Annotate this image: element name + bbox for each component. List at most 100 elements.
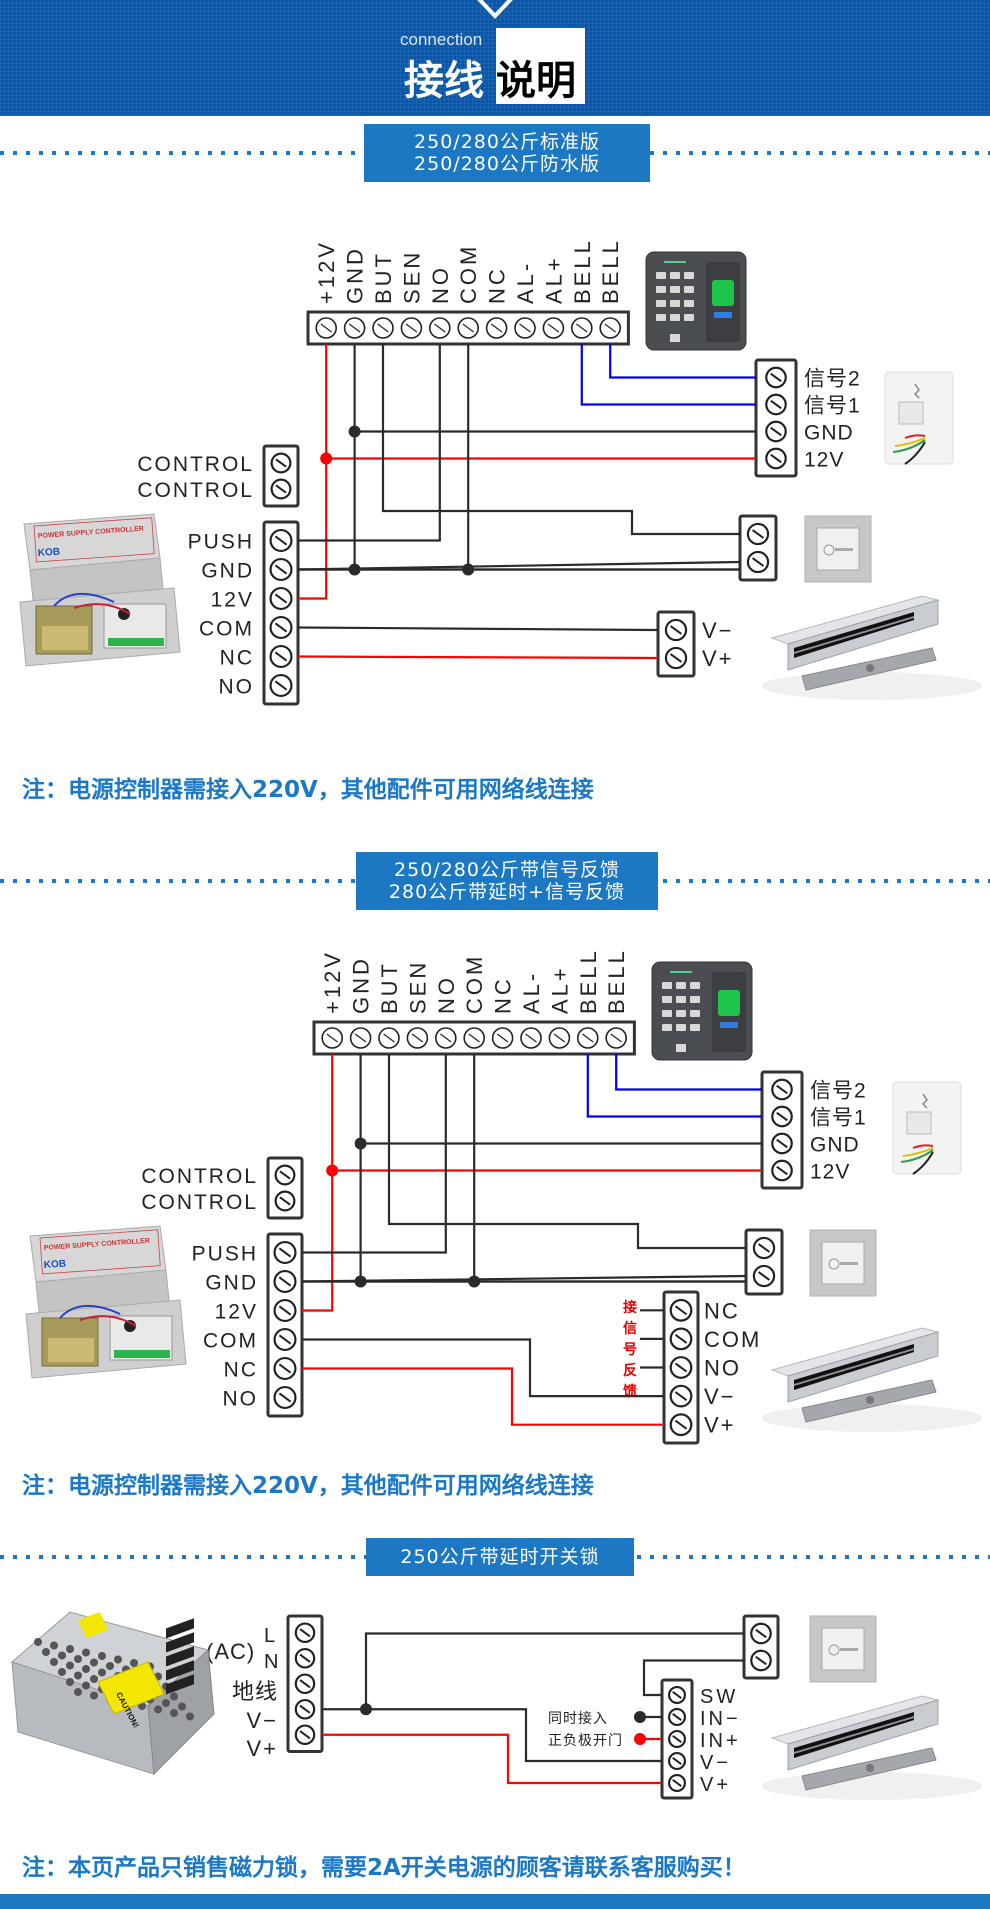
section-title-line: 250/280公斤带信号反馈 <box>394 859 620 881</box>
psu-terminal-label: 12V <box>215 1301 258 1324</box>
keypad-key <box>670 272 680 279</box>
screw-slot <box>674 1362 688 1373</box>
doorbell-terminal-label: 12V <box>810 1161 850 1184</box>
delay-lock-note-line: 正负极开门 <box>548 1732 623 1748</box>
doorbell-image <box>884 371 954 465</box>
screw-slot <box>519 323 531 333</box>
feedback-label-char: 信 <box>623 1320 637 1336</box>
vent-hole <box>154 1705 162 1714</box>
vent-hole <box>82 1681 90 1690</box>
reader-status-led <box>664 261 686 263</box>
magnetic-lock-image <box>762 1327 982 1432</box>
lock-terminal-label: V+ <box>704 1413 736 1438</box>
mount-hole <box>913 383 920 399</box>
screw-slot <box>755 1628 767 1639</box>
keypad-key <box>662 1010 672 1017</box>
psu-terminal-label: NO <box>219 676 255 699</box>
vent-hole <box>130 1659 138 1667</box>
transformer-coil <box>48 1338 94 1362</box>
keypad-key <box>670 286 680 293</box>
brand-badge <box>720 1022 738 1028</box>
feedback-label-char: 号 <box>623 1341 637 1357</box>
feedback-label-char: 接 <box>623 1299 637 1315</box>
screw-slot <box>278 1305 292 1316</box>
exit-button-image <box>809 1615 877 1683</box>
psu-terminal-label: NC <box>220 647 254 670</box>
vent-hole <box>66 1661 74 1670</box>
switching-power-supply-image: CAUTION! <box>10 1611 215 1776</box>
keypad-key <box>656 272 666 279</box>
screw-slot <box>776 1138 788 1149</box>
screw-slot <box>440 1033 452 1043</box>
wire-bell-signal1 <box>580 344 756 406</box>
reader-terminal-label: SEN <box>405 960 430 1014</box>
keypad-key <box>670 314 680 321</box>
section-title-line: 250/280公斤防水版 <box>414 153 600 175</box>
title-highlight-box <box>496 28 585 104</box>
screw-slot <box>672 1757 682 1765</box>
psu-screw-terminal <box>166 1674 194 1695</box>
screw-slot <box>405 323 418 333</box>
wire-push <box>298 344 441 542</box>
screw-slot <box>674 1419 688 1430</box>
delay-lock-terminal-label: V− <box>700 1752 731 1774</box>
bell-key <box>670 334 680 342</box>
screw-slot <box>320 323 332 333</box>
wire-com-lock <box>302 1338 664 1398</box>
lock-terminal-label: V− <box>702 618 734 643</box>
vent-hole <box>50 1641 58 1650</box>
wire-vplus-lock <box>322 1733 662 1785</box>
control-terminal-label: CONTROL <box>141 1191 258 1214</box>
keypad-key <box>656 314 666 321</box>
keypad-key <box>684 314 694 321</box>
wire-bell-signal2 <box>609 344 756 379</box>
screw-slot <box>672 1713 682 1721</box>
doorbell-terminal-label: 12V <box>804 449 844 472</box>
screw-slot <box>274 535 288 546</box>
keypad-key <box>684 286 694 293</box>
screw-slot <box>462 323 474 333</box>
screw-slot <box>672 1735 682 1743</box>
doorbell-terminal-label: 信号1 <box>810 1107 867 1130</box>
control-terminal-label: CONTROL <box>137 453 254 476</box>
screw-slot <box>278 1363 292 1374</box>
keypad-key <box>676 996 686 1003</box>
screw-slot <box>274 564 288 575</box>
section-note: 注：电源控制器需接入220V，其他配件可用网络线连接 <box>22 1473 594 1499</box>
keypad-key <box>684 272 694 279</box>
screw-slot <box>553 1033 566 1043</box>
controller-label-border <box>33 517 155 563</box>
screw-slot <box>757 1271 771 1281</box>
screw-slot <box>755 1655 767 1666</box>
vent-hole <box>178 1702 186 1711</box>
doorbell-terminal-label: 信号2 <box>804 368 861 391</box>
wire-red <box>904 434 926 439</box>
doorbell-label <box>898 401 924 425</box>
wire-12v <box>302 1054 334 1312</box>
doorbell-label <box>906 1111 932 1135</box>
keypad-key <box>684 300 694 307</box>
reader-terminal-label: BUT <box>377 961 402 1014</box>
vent-hole <box>114 1655 122 1664</box>
psu-screw-terminal <box>166 1618 194 1639</box>
reader-terminal-label: BELL <box>576 948 601 1014</box>
vent-hole <box>98 1652 106 1660</box>
screw-slot <box>299 1679 311 1689</box>
brand-badge <box>714 312 732 318</box>
screw-slot <box>299 1730 311 1740</box>
keypad-key <box>656 300 666 307</box>
wire-nc-lock <box>297 655 659 660</box>
fingerprint-sensor <box>718 990 740 1016</box>
screw-slot <box>674 1391 688 1401</box>
exit-button-image <box>804 515 872 583</box>
keypad-key <box>690 1010 700 1017</box>
fingerprint-reader-image <box>645 251 747 351</box>
doorbell-terminal-block <box>760 1070 804 1190</box>
reader-terminal-label: SEN <box>399 250 424 304</box>
junction-dot <box>354 1137 367 1150</box>
capacitor <box>124 1320 136 1332</box>
screw-slot <box>383 1033 395 1043</box>
controller-brand: KOB <box>37 546 60 559</box>
